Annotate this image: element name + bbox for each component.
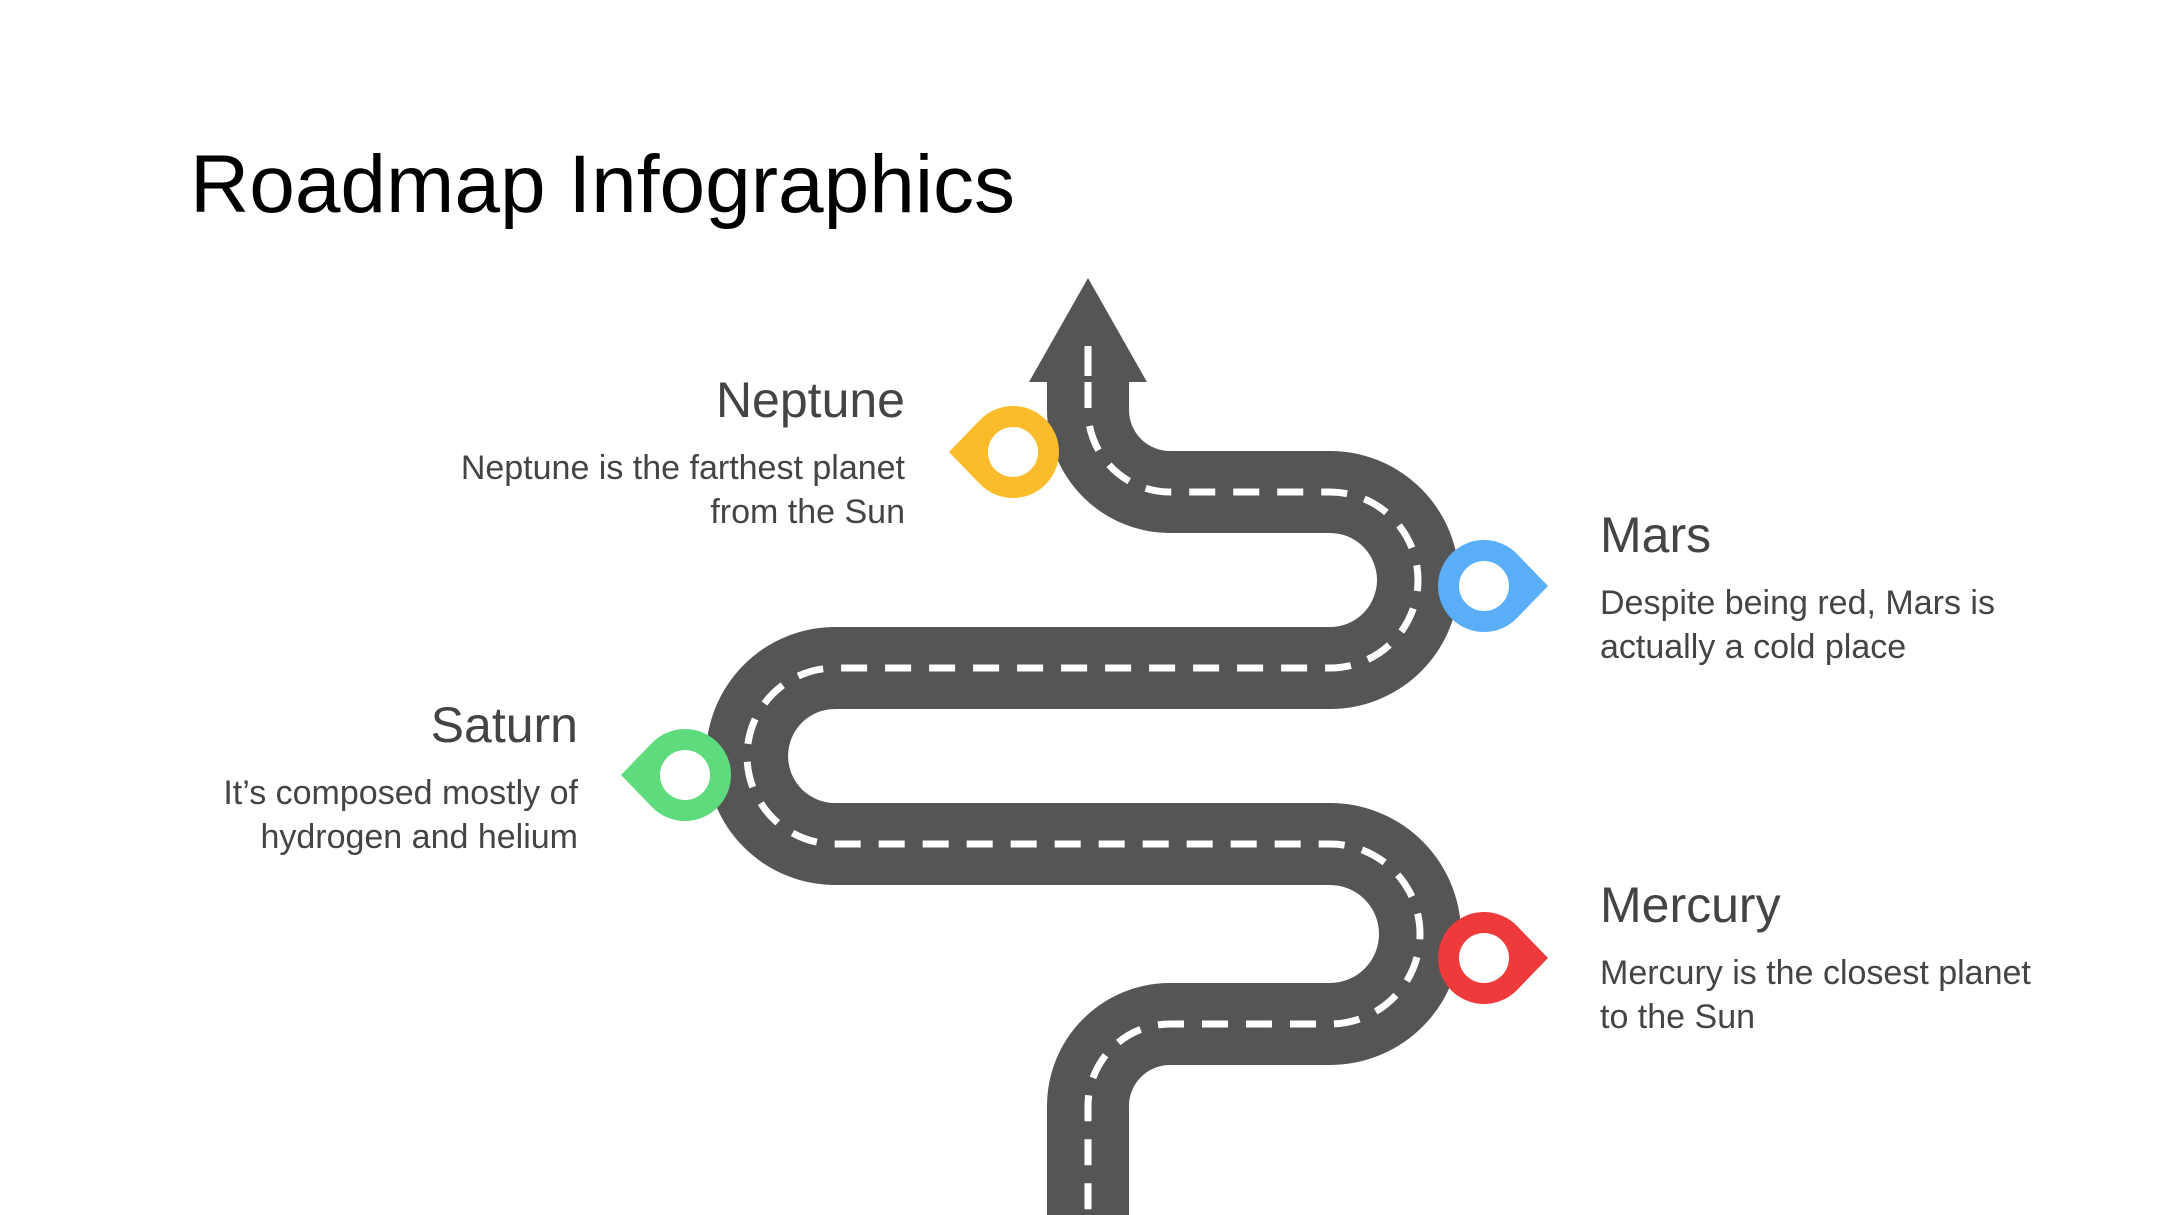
milestone-heading: Mars: [1600, 507, 1712, 563]
page-title: Roadmap Infographics: [190, 139, 1016, 230]
pin-center: [988, 427, 1038, 477]
road: [706, 278, 1461, 1215]
milestone-neptune: Neptune Neptune is the farthest planet f…: [445, 370, 905, 534]
pin-center: [1459, 933, 1509, 983]
pin-center: [660, 750, 710, 800]
milestone-description: It’s composed mostly of hydrogen and hel…: [223, 774, 578, 857]
milestone-description: Despite being red, Mars is actually a co…: [1600, 584, 1995, 667]
milestone-saturn: Saturn It’s composed mostly of hydrogen …: [118, 695, 578, 859]
milestone-heading: Saturn: [430, 697, 578, 753]
milestone-description: Mercury is the closest planet to the Sun: [1600, 954, 2031, 1037]
pin-center: [1459, 561, 1509, 611]
milestone-heading: Neptune: [715, 372, 905, 428]
milestone-mercury: Mercury Mercury is the closest planet to…: [1600, 875, 2060, 1039]
milestone-pin-mercury: [1438, 912, 1548, 1004]
milestone-mars: Mars Despite being red, Mars is actually…: [1600, 505, 2060, 669]
milestone-pin-neptune: [949, 406, 1059, 498]
milestone-heading: Mercury: [1600, 877, 1781, 933]
arrow-head: [1029, 278, 1147, 382]
milestone-pin-saturn: [621, 728, 732, 821]
road-path: [706, 369, 1461, 1215]
milestone-description: Neptune is the farthest planet from the …: [460, 449, 905, 532]
milestone-pin-mars: [1438, 540, 1548, 632]
